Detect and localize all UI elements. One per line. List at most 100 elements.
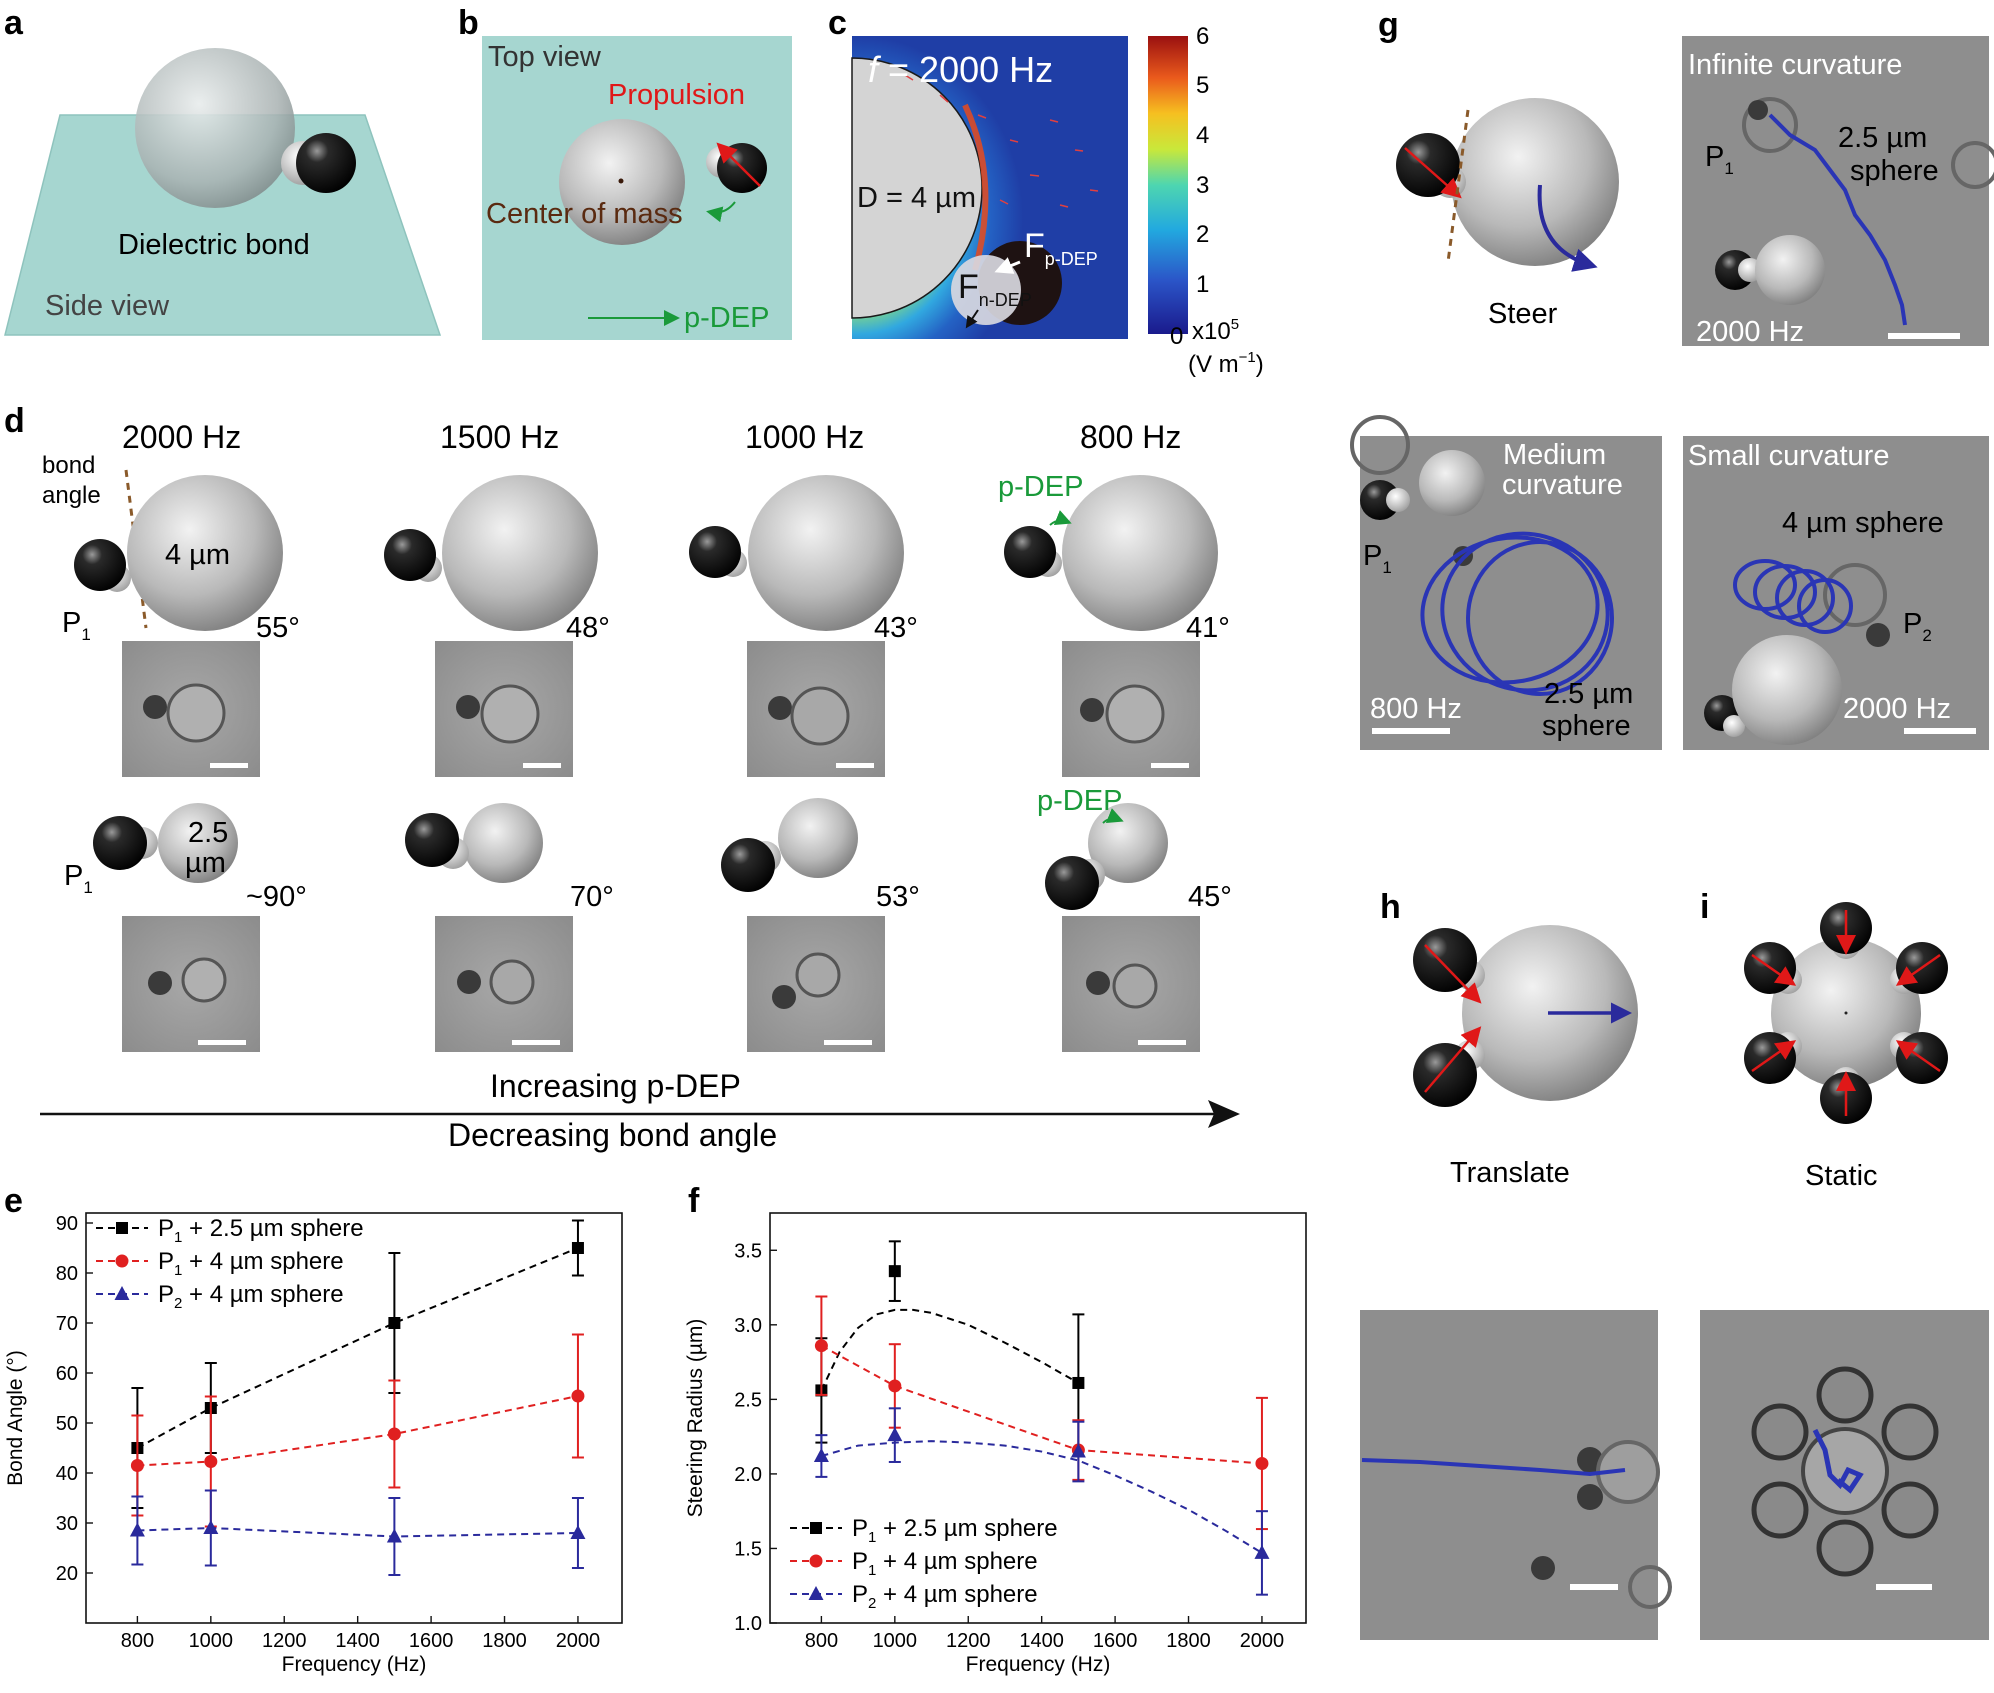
svg-text:1: 1: [1196, 271, 1209, 298]
data-point: [888, 1265, 901, 1278]
data-point: [571, 1242, 584, 1254]
data-point: [814, 1339, 828, 1353]
rotation-arrow: [706, 201, 736, 223]
legend-label: P2 + 4 µm sphere: [852, 1581, 1038, 1612]
y-tick-label: 90: [56, 1213, 78, 1235]
high-field-band: [962, 103, 989, 271]
size-25-label-2: µm: [185, 847, 226, 879]
center-of-mass-dot: [618, 178, 624, 184]
y-tick-label: 20: [56, 1563, 78, 1585]
large-sphere: [135, 48, 295, 208]
data-point: [387, 1427, 401, 1441]
panel-label-a: a: [4, 4, 24, 42]
steer-label: Steer: [1488, 298, 1558, 330]
y-axis-label: Steering Radius (µm): [684, 1319, 707, 1518]
panel-g: g Steer Infinite curvature P1 2.5 µm sph…: [1350, 6, 1994, 750]
g-small-p2-label: P2: [1903, 608, 1932, 645]
series-line: [820, 1344, 1263, 1465]
panel-label-g: g: [1378, 6, 1399, 44]
h-arrow-top: [1424, 944, 1482, 1004]
series-line: [137, 1526, 578, 1538]
series-line: [820, 1308, 1079, 1391]
g-infinite-trajectory: [1768, 113, 1907, 326]
angle-25um-1500: 70°: [570, 881, 614, 913]
g-inf-freq: 2000 Hz: [1696, 316, 1804, 348]
bond-angle-label-2: angle: [42, 482, 101, 509]
legend-label: P1 + 4 µm sphere: [158, 1248, 344, 1279]
g-med-sphere-2: sphere: [1542, 710, 1631, 742]
i-propulsion-arrows: [1751, 910, 1941, 1116]
data-point: [1070, 1443, 1086, 1458]
x-tick-label: 1600: [1093, 1630, 1138, 1652]
translate-label: Translate: [1450, 1157, 1570, 1189]
y-tick-label: 30: [56, 1513, 78, 1535]
x-axis-label: Frequency (Hz): [966, 1653, 1111, 1676]
legend-label: P1 + 2.5 µm sphere: [158, 1215, 364, 1246]
infinite-curvature-label: Infinite curvature: [1688, 49, 1902, 81]
x-axis-label: Frequency (Hz): [282, 1653, 427, 1676]
panel-label-b: b: [458, 4, 479, 42]
plot-frame: [85, 1212, 623, 1624]
g-inf-sphere-2: sphere: [1850, 155, 1939, 187]
g-small-freq: 2000 Hz: [1843, 693, 1951, 725]
data-point: [203, 1520, 219, 1534]
angle-4um-800: 41°: [1186, 612, 1230, 644]
series-line: [136, 1247, 579, 1449]
x-tick-label: 1800: [482, 1630, 527, 1652]
dielectric-bond-label: Dielectric bond: [118, 229, 310, 261]
g-small-sphere: 4 µm sphere: [1782, 507, 1944, 539]
panel-label-h: h: [1380, 888, 1401, 926]
panel-label-c: c: [828, 4, 847, 42]
g-med-freq: 800 Hz: [1370, 693, 1462, 725]
panel-label-f: f: [688, 1182, 700, 1220]
data-point: [1255, 1456, 1269, 1470]
legend-marker: [115, 1254, 129, 1268]
legend-label: P2 + 4 µm sphere: [158, 1281, 344, 1312]
x-tick-label: 1400: [1019, 1630, 1064, 1652]
d-freq-800: 800 Hz: [1080, 419, 1181, 455]
panel-a: a Dielectric bond Side view: [4, 4, 442, 336]
field-vectors: [904, 74, 1099, 208]
colorbar-unit-scale: x105: [1192, 316, 1239, 345]
center-of-mass-label: Center of mass: [486, 198, 683, 230]
c-diameter-label: D = 4 µm: [857, 182, 976, 214]
x-tick-label: 1600: [409, 1630, 454, 1652]
angle-25um-1000: 53°: [876, 881, 920, 913]
bond-angle-label-1: bond: [42, 452, 95, 479]
legend-marker: [808, 1586, 824, 1600]
data-point: [813, 1448, 829, 1463]
angle-4um-1000: 43°: [874, 612, 918, 644]
x-tick-label: 1800: [1166, 1630, 1211, 1652]
d-p1-label-row2: P1: [64, 860, 93, 897]
propulsion-label: Propulsion: [608, 79, 745, 111]
d-row2-models: [93, 798, 1168, 910]
i-trajectory: [1812, 1428, 1864, 1494]
panel-label-d: d: [4, 402, 25, 440]
x-tick-label: 1200: [946, 1630, 991, 1652]
d-p1-label-row1: P1: [62, 607, 91, 644]
y-tick-label: 3.0: [734, 1315, 762, 1337]
y-tick-label: 50: [56, 1413, 78, 1435]
legend-marker: [114, 1286, 130, 1300]
x-tick-label: 2000: [1240, 1630, 1285, 1652]
janus-black-cap: [296, 133, 356, 193]
d-freq-1500: 1500 Hz: [440, 419, 559, 455]
x-tick-label: 800: [805, 1630, 838, 1652]
force-arrow-pdep: [994, 257, 1021, 274]
panel-label-i: i: [1700, 888, 1709, 926]
propulsion-arrow: [716, 142, 761, 187]
svg-text:0: 0: [1170, 323, 1183, 350]
x-tick-label: 1000: [873, 1630, 918, 1652]
svg-text:6: 6: [1196, 23, 1209, 50]
trend-arrow-head: [1208, 1100, 1240, 1128]
g-medium-trajectory: [1420, 531, 1614, 696]
data-point: [571, 1389, 585, 1403]
series-line: [137, 1395, 579, 1467]
data-point: [1072, 1376, 1085, 1389]
angle-4um-1500: 48°: [566, 612, 610, 644]
colorbar: [1148, 36, 1188, 334]
g-steer-sphere: [1451, 98, 1619, 266]
